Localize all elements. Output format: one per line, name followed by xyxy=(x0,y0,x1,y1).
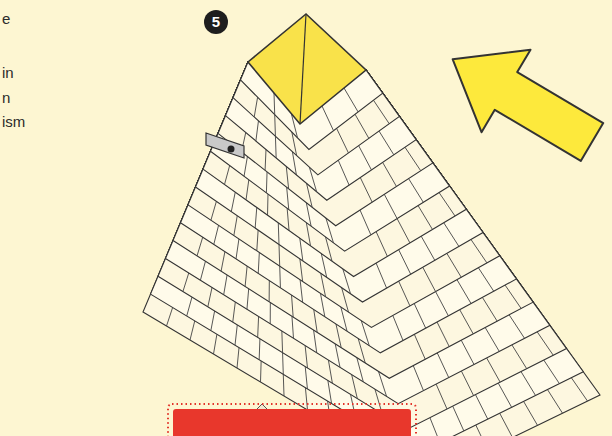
capstone-edge xyxy=(300,14,306,124)
text-fragment: in xyxy=(2,64,14,82)
text-fragment: n xyxy=(2,89,10,107)
entrance-dot xyxy=(228,146,235,153)
text-fragment: ism xyxy=(2,113,25,131)
text-fragment: e xyxy=(2,10,10,28)
number-badge xyxy=(204,10,228,34)
box-border xyxy=(168,404,416,436)
entrance xyxy=(206,133,244,158)
callout-number: 5 xyxy=(204,13,228,31)
capstone xyxy=(248,14,366,124)
yellow-arrow xyxy=(428,18,612,183)
red-box xyxy=(173,409,411,436)
